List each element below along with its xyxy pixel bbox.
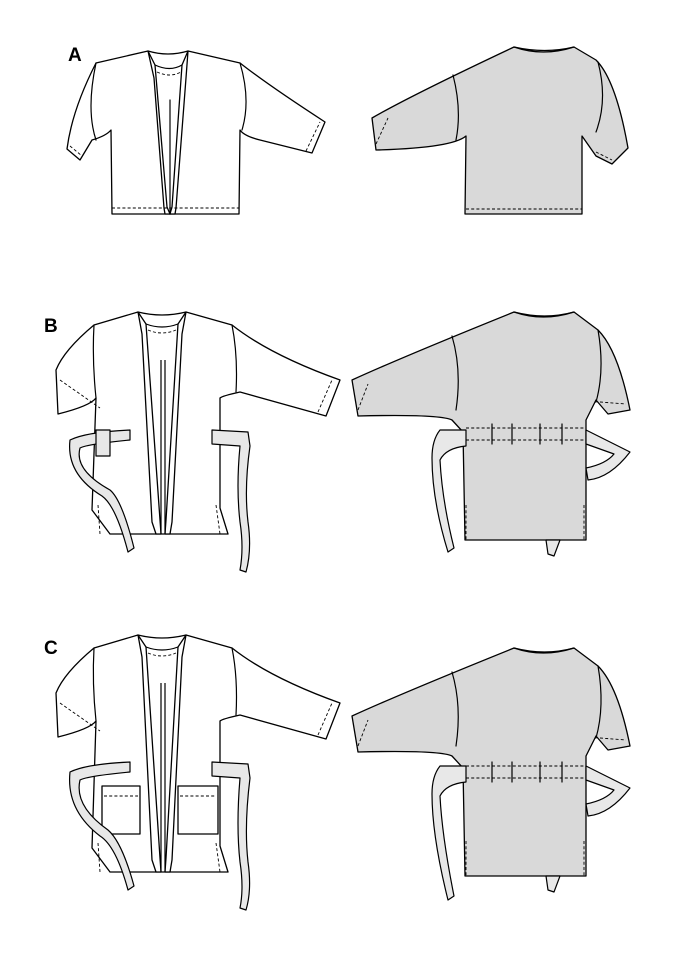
view-label-a: A xyxy=(68,45,82,66)
view-a-back xyxy=(371,46,629,215)
view-a-front xyxy=(66,50,326,215)
view-c-back xyxy=(351,647,631,901)
view-c-front xyxy=(55,634,341,911)
view-b-back xyxy=(351,311,631,557)
view-label-b: B xyxy=(44,316,58,337)
view-b-front xyxy=(55,311,341,573)
view-label-c: C xyxy=(44,638,58,659)
